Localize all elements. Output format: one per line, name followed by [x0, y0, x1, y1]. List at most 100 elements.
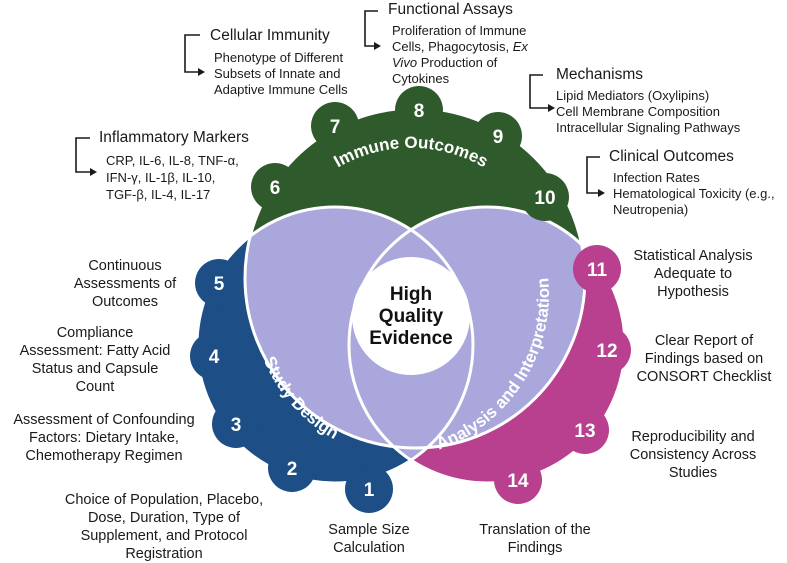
badge-11: 11: [573, 245, 621, 293]
svg-text:Assessments of: Assessments of: [74, 276, 177, 292]
cellular-immunity-arrowhead: [198, 68, 205, 76]
badge-5: 5: [195, 259, 243, 307]
design-item-3: Assessment of Confounding Factors: Dieta…: [13, 412, 194, 464]
center-line-3: Evidence: [369, 328, 452, 349]
svg-text:5: 5: [214, 274, 225, 295]
svg-text:9: 9: [493, 127, 504, 148]
svg-text:Studies: Studies: [669, 465, 717, 481]
svg-text:Reproducibility and: Reproducibility and: [631, 429, 754, 445]
clinical-outcomes-line-1: Infection Rates: [613, 170, 700, 185]
clinical-outcomes-arrowhead: [598, 189, 605, 197]
badge-8: 8: [395, 86, 443, 134]
inflammatory-markers-line-2: IFN-γ, IL-1β, IL-10,: [106, 170, 215, 185]
center-line-1: High: [390, 284, 432, 305]
inflammatory-markers-title: Inflammatory Markers: [99, 129, 249, 146]
design-item-5: Continuous Assessments of Outcomes: [74, 258, 177, 310]
cellular-immunity-line-1: Phenotype of Different: [214, 50, 344, 65]
svg-text:Choice of Population, Placebo,: Choice of Population, Placebo,: [65, 492, 263, 508]
center-line-2: Quality: [379, 306, 444, 327]
functional-assays-arrowhead: [374, 42, 381, 50]
badge-9: 9: [474, 112, 522, 160]
svg-text:2: 2: [287, 459, 298, 480]
mechanisms-line-1: Lipid Mediators (Oxylipins): [556, 88, 709, 103]
badge-6: 6: [251, 163, 299, 211]
inflammatory-markers-arrowhead: [90, 168, 97, 176]
svg-text:Translation of the: Translation of the: [479, 522, 591, 538]
svg-text:Statistical Analysis: Statistical Analysis: [633, 248, 752, 264]
functional-assays-line-3: Vivo Production of: [392, 55, 498, 70]
svg-text:Hypothesis: Hypothesis: [657, 284, 729, 300]
clinical-outcomes-line-2: Hematological Toxicity (e.g.,: [613, 186, 775, 201]
svg-text:1: 1: [364, 480, 375, 501]
mechanisms-line-3: Intracellular Signaling Pathways: [556, 120, 741, 135]
svg-text:Adequate to: Adequate to: [654, 266, 732, 282]
svg-text:Dose, Duration, Type of: Dose, Duration, Type of: [88, 510, 241, 526]
svg-text:Outcomes: Outcomes: [92, 294, 158, 310]
svg-text:Compliance: Compliance: [57, 325, 134, 341]
design-item-4: Compliance Assessment: Fatty Acid Status…: [20, 325, 171, 395]
badge-7: 7: [311, 102, 359, 150]
badge-10: 10: [521, 173, 569, 221]
svg-text:Consistency Across: Consistency Across: [630, 447, 757, 463]
svg-text:Status and Capsule: Status and Capsule: [32, 361, 159, 377]
cellular-immunity-line-2: Subsets of Innate and: [214, 66, 340, 81]
badge-13: 13: [561, 406, 609, 454]
badge-12: 12: [583, 326, 631, 374]
svg-text:8: 8: [414, 101, 425, 122]
center-circle: [352, 257, 470, 375]
inflammatory-markers-connector: [75, 137, 90, 173]
mechanisms-arrowhead: [548, 104, 555, 112]
svg-text:4: 4: [209, 347, 220, 368]
design-item-1: Sample Size Calculation: [328, 522, 409, 556]
svg-text:Sample Size: Sample Size: [328, 522, 409, 538]
mechanisms-connector: [529, 74, 548, 109]
cellular-immunity-connector: [184, 34, 200, 73]
svg-text:6: 6: [270, 178, 281, 199]
svg-text:Registration: Registration: [125, 546, 202, 562]
clinical-outcomes-title: Clinical Outcomes: [609, 148, 734, 165]
svg-text:Supplement, and Protocol: Supplement, and Protocol: [81, 528, 248, 544]
cellular-immunity-line-3: Adaptive Immune Cells: [214, 82, 348, 97]
badge-4: 4: [190, 332, 238, 380]
mechanisms-line-2: Cell Membrane Composition: [556, 104, 720, 119]
functional-assays-line-4: Cytokines: [392, 71, 450, 86]
svg-text:CONSORT Checklist: CONSORT Checklist: [637, 369, 772, 385]
cellular-immunity-title: Cellular Immunity: [210, 27, 330, 44]
svg-text:Findings: Findings: [508, 540, 563, 556]
svg-text:Continuous: Continuous: [88, 258, 161, 274]
functional-assays-connector: [364, 10, 378, 47]
svg-text:Calculation: Calculation: [333, 540, 405, 556]
svg-text:3: 3: [231, 415, 242, 436]
svg-text:7: 7: [330, 117, 341, 138]
badge-2: 2: [268, 444, 316, 492]
mechanisms-title: Mechanisms: [556, 66, 643, 83]
design-item-2: Choice of Population, Placebo, Dose, Dur…: [65, 492, 263, 562]
svg-text:Assessment: Fatty Acid: Assessment: Fatty Acid: [20, 343, 171, 359]
svg-text:Chemotherapy Regimen: Chemotherapy Regimen: [25, 448, 182, 464]
svg-text:Findings based on: Findings based on: [645, 351, 764, 367]
inflammatory-markers-line-1: CRP, IL-6, IL-8, TNF-α,: [106, 153, 239, 168]
clinical-outcomes-line-3: Neutropenia): [613, 202, 688, 217]
svg-text:Clear Report of: Clear Report of: [655, 333, 754, 349]
functional-assays-title: Functional Assays: [388, 1, 513, 18]
svg-text:13: 13: [574, 421, 595, 442]
functional-assays-line-1: Proliferation of Immune: [392, 23, 526, 38]
svg-text:10: 10: [534, 188, 555, 209]
badge-14: 14: [494, 456, 542, 504]
functional-assays-line-2: Cells, Phagocytosis, Ex: [392, 39, 528, 54]
svg-text:Factors: Dietary Intake,: Factors: Dietary Intake,: [29, 430, 179, 446]
analysis-item-13: Reproducibility and Consistency Across S…: [630, 429, 757, 481]
analysis-item-14: Translation of the Findings: [479, 522, 591, 556]
clinical-outcomes-connector: [586, 156, 600, 194]
svg-text:Assessment of Confounding: Assessment of Confounding: [13, 412, 194, 428]
svg-text:14: 14: [507, 471, 529, 492]
svg-text:Count: Count: [76, 379, 115, 395]
badge-1: 1: [345, 465, 393, 513]
analysis-item-11: Statistical Analysis Adequate to Hypothe…: [633, 248, 752, 300]
svg-text:12: 12: [596, 341, 617, 362]
svg-text:11: 11: [587, 260, 608, 281]
badge-3: 3: [212, 400, 260, 448]
analysis-item-12: Clear Report of Findings based on CONSOR…: [637, 333, 772, 385]
inflammatory-markers-line-3: TGF-β, IL-4, IL-17: [106, 187, 210, 202]
